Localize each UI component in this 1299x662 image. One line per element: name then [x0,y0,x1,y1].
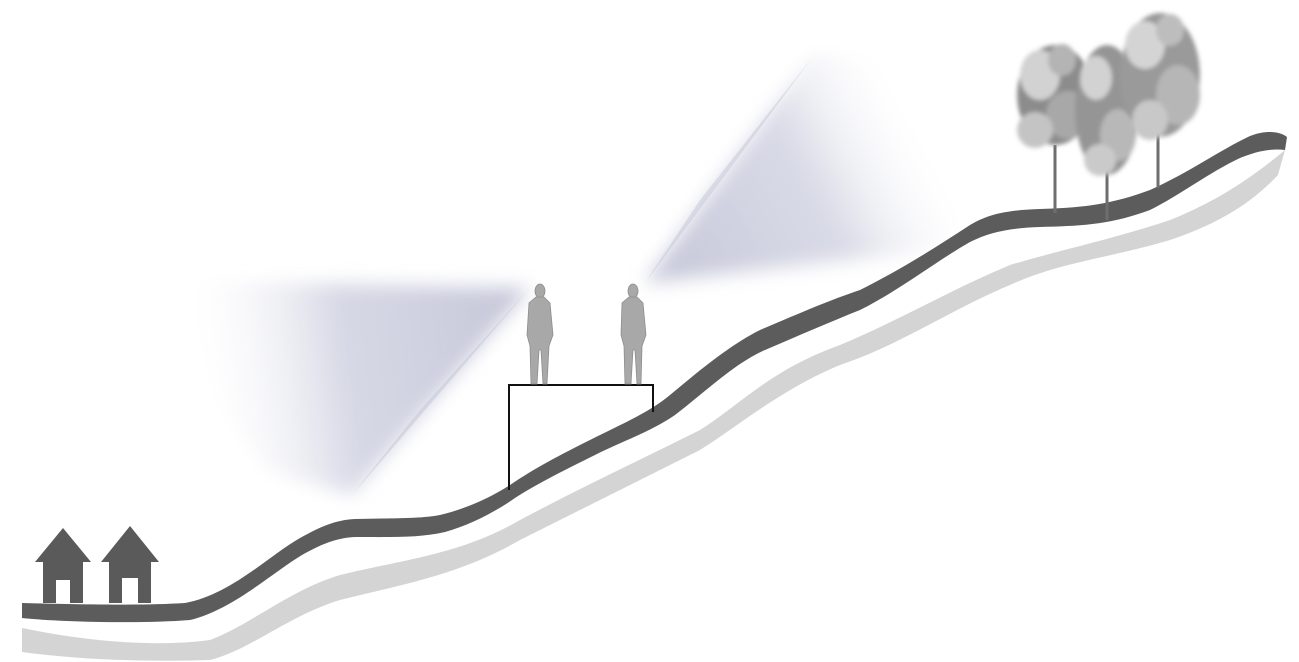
view-cone-left [178,281,530,495]
house-icon [35,528,91,603]
house-icon [101,526,159,603]
person-figure [526,283,554,385]
person-figure [620,283,647,385]
viewing-platform [508,384,654,490]
tree-icon [1120,13,1200,188]
view-cone-right [645,55,1000,283]
